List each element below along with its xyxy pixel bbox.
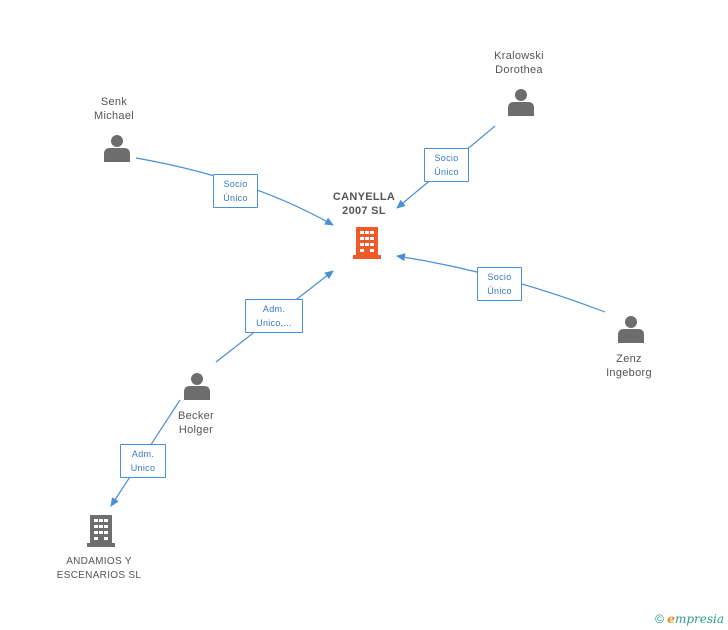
edge-label-line2: Unico,...: [256, 318, 292, 328]
node-name-line1: Becker: [177, 410, 215, 422]
node-name-line2: Dorothea: [495, 64, 543, 76]
node-name-line1: Senk: [100, 96, 128, 108]
node-name-line1: ANDAMIOS Y: [66, 556, 132, 567]
node-name-line1: Kralowski: [494, 50, 544, 62]
brand-initial: e: [667, 612, 675, 626]
empresia-logo[interactable]: © empresia: [655, 612, 724, 626]
edge-label-line1: Socio: [434, 153, 459, 163]
edge-label-line2: Único: [434, 167, 459, 177]
person-icon[interactable]: [618, 316, 644, 343]
edge-label-line1: Adm.: [262, 304, 286, 314]
edge-label-zenz-main[interactable]: Socio Único: [477, 267, 522, 301]
person-icon[interactable]: [104, 135, 130, 162]
node-name-line1: CANYELLA: [332, 191, 396, 203]
node-name-line2: Ingeborg: [606, 367, 652, 379]
node-name-line1: Zenz: [616, 353, 642, 365]
brand-name: empresia: [667, 612, 724, 626]
person-icon[interactable]: [184, 373, 210, 400]
person-icon[interactable]: [508, 89, 534, 116]
edge-label-line2: Único: [223, 193, 248, 203]
node-canyella-2007-sl[interactable]: CANYELLA 2007 SL: [318, 190, 410, 218]
node-name-line2: Holger: [178, 424, 214, 436]
node-senk-michael[interactable]: Senk Michael: [74, 95, 154, 123]
edge-label-line2: Unico: [130, 463, 156, 473]
edge-label-becker-main[interactable]: Adm. Unico,...: [245, 299, 303, 333]
copyright-symbol: ©: [655, 612, 664, 626]
edge-label-line1: Socio: [223, 179, 248, 189]
edge-label-becker-andamios[interactable]: Adm. Unico: [120, 444, 166, 478]
brand-rest: mpresia: [674, 612, 724, 626]
node-zenz-ingeborg[interactable]: Zenz Ingeborg: [589, 352, 669, 380]
edge-label-line2: Único: [487, 286, 512, 296]
node-kralowski-dorothea[interactable]: Kralowski Dorothea: [474, 49, 564, 77]
node-name-line2: Michael: [93, 110, 134, 122]
node-name-line2: ESCENARIOS SL: [56, 570, 142, 581]
edge-label-line1: Socio: [487, 272, 512, 282]
edge-label-senk-main[interactable]: Socio Único: [213, 174, 258, 208]
node-name-line2: 2007 SL: [342, 205, 386, 217]
node-becker-holger[interactable]: Becker Holger: [156, 409, 236, 437]
edge-label-kralowski-main[interactable]: Socio Único: [424, 148, 469, 182]
building-icon[interactable]: [353, 227, 381, 259]
edge-label-line1: Adm.: [131, 449, 155, 459]
building-icon[interactable]: [87, 515, 115, 547]
node-andamios-y-escenarios-sl[interactable]: ANDAMIOS Y ESCENARIOS SL: [44, 555, 154, 583]
